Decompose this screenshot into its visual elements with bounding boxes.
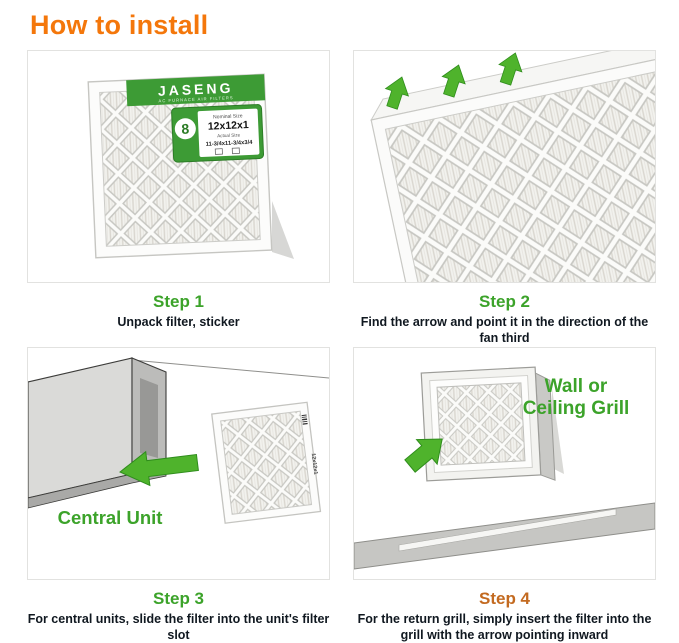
step-1-illustration: JASENG AC FURNACE AIR FILTERS 8 Nominal … [87, 73, 294, 260]
wall-line [131, 359, 329, 379]
steps-grid: JASENG AC FURNACE AIR FILTERS 8 Nominal … [0, 41, 679, 643]
step-1-section: JASENG AC FURNACE AIR FILTERS 8 Nominal … [27, 50, 330, 347]
brand-name: JASENG [158, 80, 234, 99]
size-sticker: 8 Nominal Size 12x12x1 Actual Size 11-3/… [171, 104, 265, 163]
airflow-arrow-icons [384, 52, 523, 110]
arrow-up-icon [384, 76, 410, 110]
grill [420, 366, 556, 482]
duct-beam [354, 502, 655, 570]
step-3-section: 12x12x1 Central Unit Step 3 For central … [27, 346, 330, 643]
step-2-label: Step 2 [478, 292, 531, 312]
brand-label: JASENG AC FURNACE AIR FILTERS [126, 74, 266, 107]
count-badge [174, 118, 196, 140]
step-4-illustration: Wall or Ceiling Grill [354, 366, 655, 570]
beam-slot [398, 508, 617, 551]
arrow-up-icon [498, 52, 523, 86]
step-1-label: Step 1 [152, 292, 205, 312]
central-unit-label: Central Unit [58, 507, 163, 528]
barcode-icon [301, 414, 308, 425]
filter-shadow [272, 201, 294, 260]
step-2-section: Step 2 Find the arrow and point it in th… [353, 50, 656, 347]
certification-icon [214, 148, 223, 155]
brand-subtitle: AC FURNACE AIR FILTERS [158, 95, 233, 103]
arrow-up-icon [441, 64, 466, 98]
filter-box: JASENG AC FURNACE AIR FILTERS 8 Nominal … [87, 73, 273, 259]
step-3-illustration: 12x12x1 Central Unit [28, 356, 329, 528]
step-3-panel: 12x12x1 Central Unit [27, 346, 330, 580]
page-title: How to install [30, 10, 209, 40]
grill-label-line1: Wall or [545, 376, 608, 397]
grill-shadow [552, 387, 564, 474]
step-2-panel [353, 50, 656, 284]
step-4-caption: For the return grill, simply insert the … [357, 611, 652, 642]
step-1-panel: JASENG AC FURNACE AIR FILTERS 8 Nominal … [27, 50, 330, 284]
actual-size-label: Actual Size [217, 132, 241, 138]
filter-slot [140, 377, 158, 458]
step-4-panel: Wall or Ceiling Grill [353, 346, 656, 580]
certification-icon [231, 147, 240, 155]
central-unit-box [28, 356, 167, 508]
insert-arrow-icon [404, 438, 443, 473]
step-4-label: Step 4 [478, 588, 531, 608]
step-2-illustration [370, 51, 655, 283]
tilted-filter [370, 51, 655, 283]
step-2-caption: Find the arrow and point it in the direc… [360, 315, 649, 346]
step-4-section: Wall or Ceiling Grill Step 4 For the ret… [353, 346, 656, 643]
unit-front-face [28, 356, 133, 499]
step-3-label: Step 3 [152, 588, 205, 608]
grill-label-line2: Ceiling Grill [523, 398, 630, 419]
badge-count-text: 8 [181, 121, 190, 137]
step-1-caption: Unpack filter, sticker [117, 315, 240, 330]
nominal-size-value: 12x12x1 [208, 119, 250, 133]
step-3-caption: For central units, slide the filter into… [27, 611, 330, 642]
actual-size-value: 11-3/4x11-3/4x3/4 [206, 140, 254, 148]
slide-in-filter: 12x12x1 [211, 401, 322, 524]
insert-arrow-icon [119, 450, 199, 486]
filter-side-size: 12x12x1 [310, 452, 319, 474]
nominal-size-label: Nominal Size [213, 113, 243, 120]
